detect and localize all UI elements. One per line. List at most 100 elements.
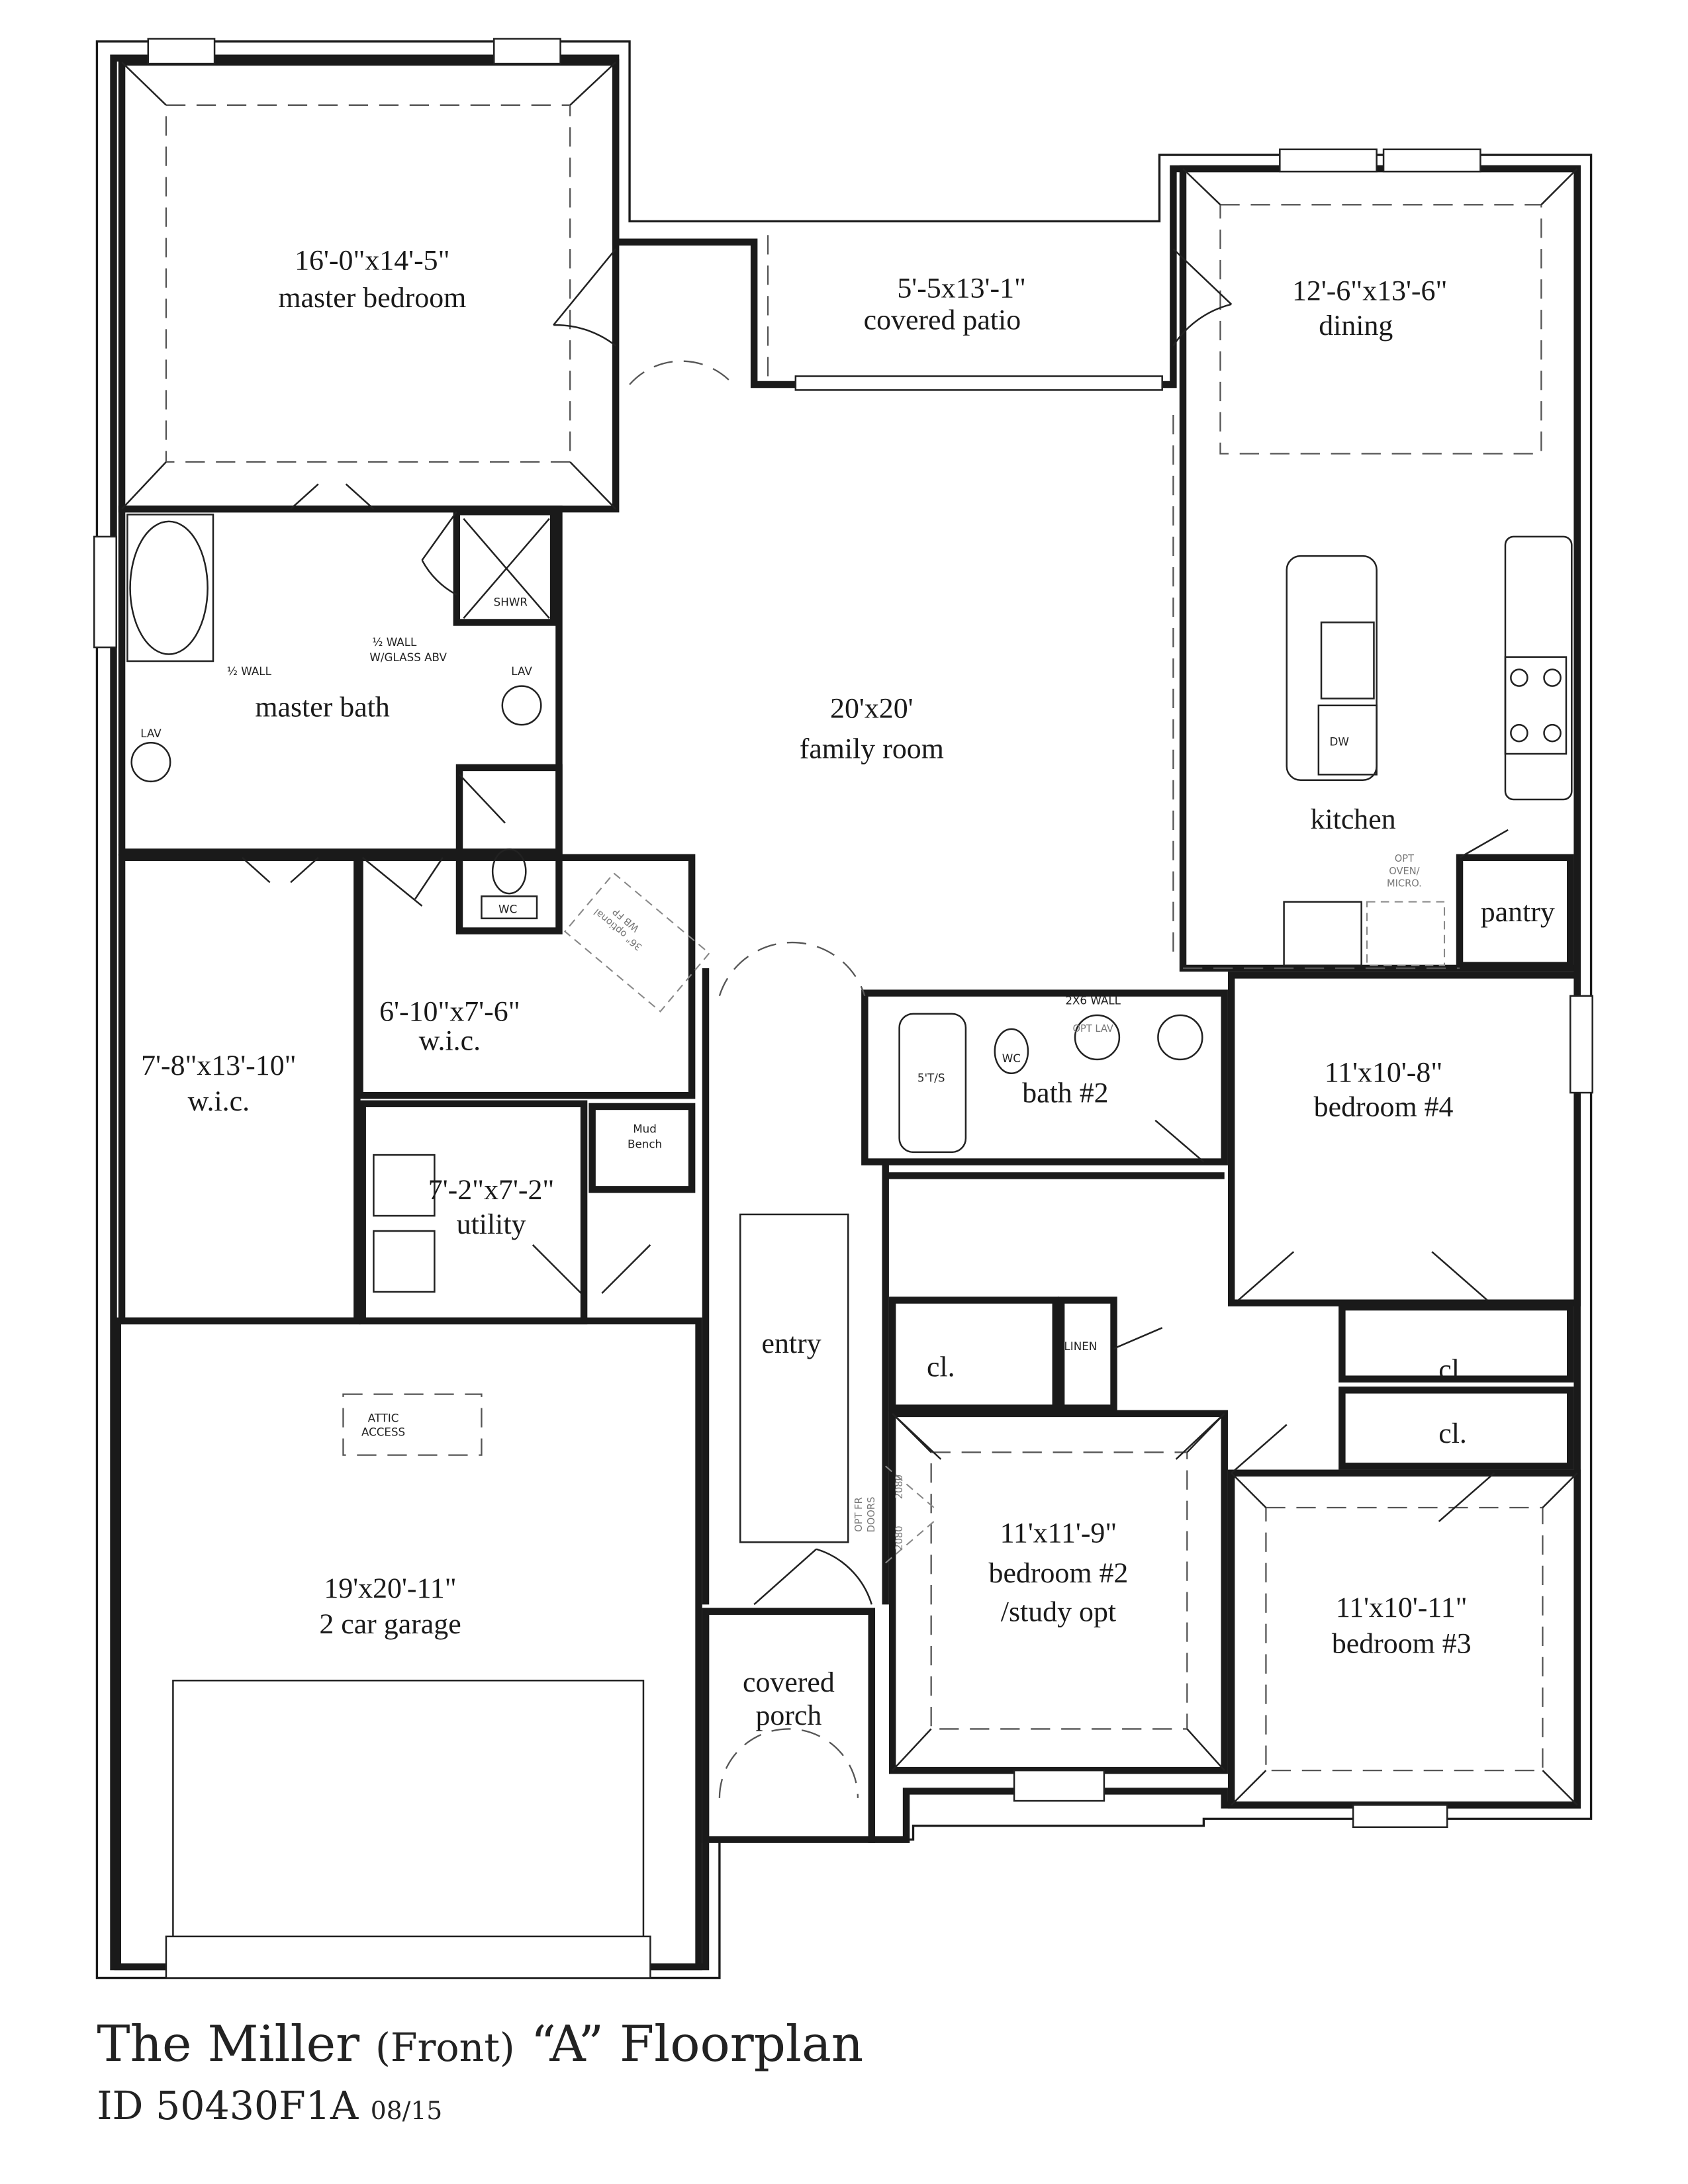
bath2-label: bath #2 xyxy=(1022,1077,1108,1109)
lav-label: LAV xyxy=(140,727,162,740)
master-bath-label: master bath xyxy=(255,692,390,723)
wic-large-dims: 7'-8"x13'-10" xyxy=(141,1050,296,1081)
dishwasher-label: DW xyxy=(1329,735,1348,748)
kitchen-island xyxy=(1286,555,1378,781)
pantry-label: pantry xyxy=(1481,896,1555,928)
wall-2x6-label: 2X6 WALL xyxy=(1065,993,1121,1007)
closet-b-label: cl. xyxy=(1438,1354,1467,1386)
plan-id: ID 50430F1A 08/15 xyxy=(97,2083,442,2128)
tub-icon xyxy=(898,1013,967,1154)
attic-access xyxy=(342,1393,483,1456)
wic-small-walls xyxy=(356,854,696,1099)
sink-icon xyxy=(501,685,542,726)
shower-label: SHWR xyxy=(494,595,528,608)
toilet-icon xyxy=(491,848,527,895)
windows xyxy=(93,38,1593,1979)
mud-bench-label: Mud xyxy=(633,1122,657,1136)
bedroom4-label: bedroom #4 xyxy=(1314,1091,1454,1123)
double-sink-icon xyxy=(1320,621,1375,700)
door-size-label: 2080 xyxy=(894,1475,905,1499)
utility-dims: 7'-2"x7'-2" xyxy=(428,1174,555,1206)
porch-label-1: covered xyxy=(743,1666,835,1698)
bedroom2-dims: 11'x11'-9" xyxy=(1000,1517,1117,1549)
linen-label: LINEN xyxy=(1064,1340,1097,1353)
garage-label: 2 car garage xyxy=(319,1608,461,1640)
porch-walls xyxy=(702,1608,876,1843)
opt-oven-label: OPT xyxy=(1395,853,1414,864)
title-block: The Miller (Front) “A” Floorplan ID 5043… xyxy=(97,2015,863,2128)
doors xyxy=(242,248,1509,1798)
bath2-walls xyxy=(861,989,1228,1165)
plan-date: 08/15 xyxy=(371,2096,442,2125)
attic-access-label: ACCESS xyxy=(361,1425,405,1438)
half-wall-label: ½ WALL xyxy=(372,635,417,649)
shower-walls xyxy=(453,508,557,626)
closet-a-label: cl. xyxy=(927,1351,955,1383)
bedroom2-note: /study opt xyxy=(1001,1596,1116,1627)
toilet-icon xyxy=(994,1028,1029,1075)
patio-dims: 5'-5x13'-1" xyxy=(897,272,1026,304)
closet-c-label: cl. xyxy=(1438,1418,1467,1449)
mud-bench-label: Bench xyxy=(628,1138,662,1151)
bedroom2-walls xyxy=(888,1410,1228,1774)
plan-name: The Miller xyxy=(97,2015,359,2073)
porch-label-2: porch xyxy=(755,1700,821,1731)
family-room-label: family room xyxy=(800,733,944,764)
room-labels: 16'-0"x14'-5" master bedroom 5'-5x13'-1"… xyxy=(141,245,1555,1732)
entry-label: entry xyxy=(762,1328,821,1359)
master-bath-walls xyxy=(118,505,563,856)
garage-dims: 19'x20'-11" xyxy=(324,1572,456,1604)
family-room-dims: 20'x20' xyxy=(830,693,914,725)
plan-id-value: ID 50430F1A xyxy=(97,2083,359,2128)
plan-elevation: (Front) xyxy=(375,2025,515,2070)
dryer-icon xyxy=(373,1230,436,1293)
dining-dims: 12'-6"x13'-6" xyxy=(1292,275,1447,307)
tub-shower-label: 5'T/S xyxy=(917,1071,945,1084)
garage-walls xyxy=(114,1317,702,1971)
opt-fr-doors-label: DOORS xyxy=(866,1497,877,1533)
wic-small-label: w.i.c. xyxy=(419,1024,481,1056)
sink-icon xyxy=(130,742,171,783)
dishwasher-icon xyxy=(1317,704,1378,776)
fixtures xyxy=(126,514,1573,1456)
wc-label: WC xyxy=(498,902,517,915)
door-size-label: 2080 xyxy=(894,1525,905,1550)
closet-b-walls xyxy=(1338,1303,1574,1383)
opt-oven-label: OVEN/ xyxy=(1389,866,1419,877)
kitchen-label: kitchen xyxy=(1311,803,1396,835)
optional-fireplace xyxy=(563,872,710,1013)
linen-walls xyxy=(1057,1297,1117,1412)
plan-title: The Miller (Front) “A” Floorplan xyxy=(97,2015,863,2073)
utility-label: utility xyxy=(457,1208,526,1240)
sink-icon xyxy=(1074,1014,1121,1061)
glass-above-label: W/GLASS ABV xyxy=(369,651,447,664)
bedroom4-dims: 11'x10'-8" xyxy=(1325,1056,1442,1088)
wic-large-label: w.i.c. xyxy=(188,1085,250,1117)
opt-oven-label: MICRO. xyxy=(1387,878,1422,889)
patio-label: covered patio xyxy=(864,304,1021,336)
bedroom3-dims: 11'x10'-11" xyxy=(1336,1592,1468,1623)
master-bedroom-dims: 16'-0"x14'-5" xyxy=(295,245,449,277)
bedroom2-label: bedroom #2 xyxy=(989,1557,1129,1589)
bedroom4-walls xyxy=(1227,972,1581,1306)
bathtub-icon xyxy=(129,520,209,655)
ceiling-lines xyxy=(121,62,1578,1965)
master-bedroom-label: master bedroom xyxy=(278,282,466,314)
lav-label: LAV xyxy=(511,664,532,678)
mud-bench-walls xyxy=(588,1103,696,1193)
plan-variant: “A” Floorplan xyxy=(531,2015,864,2073)
closet-a-walls xyxy=(888,1297,1059,1412)
opt-fr-doors-label: OPT FR xyxy=(853,1497,865,1531)
closet-c-walls xyxy=(1338,1387,1574,1470)
pantry-walls xyxy=(1456,854,1574,969)
washer-icon xyxy=(373,1154,436,1217)
attic-access-label: ATTIC xyxy=(368,1411,399,1424)
dining-label: dining xyxy=(1319,310,1393,341)
wc-label: WC xyxy=(1002,1052,1021,1065)
bedroom3-label: bedroom #3 xyxy=(1332,1627,1472,1659)
wc-walls xyxy=(455,764,563,934)
opt-lav-label: OPT LAV xyxy=(1072,1023,1113,1034)
wic-small-dims: 6'-10"x7'-6" xyxy=(379,995,520,1027)
half-wall-label: ½ WALL xyxy=(227,664,272,678)
